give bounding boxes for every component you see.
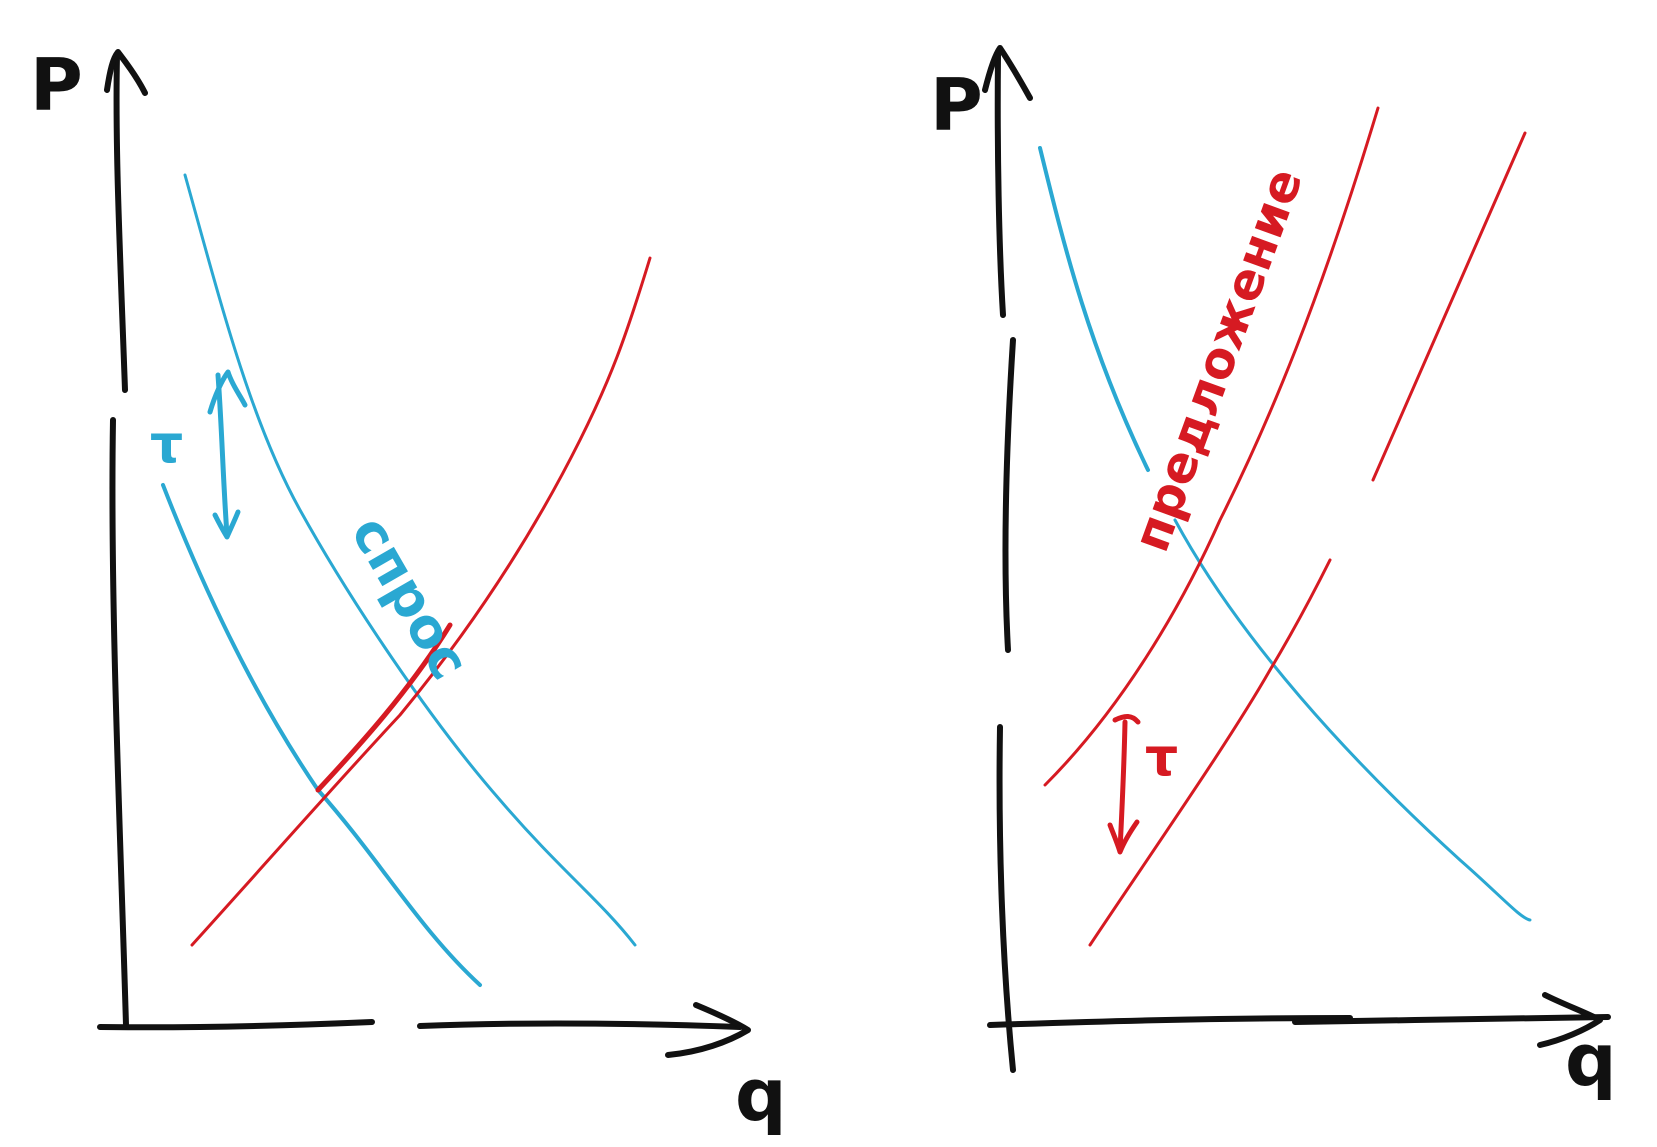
left-axes bbox=[97, 49, 751, 1058]
left-tax-label: τ bbox=[150, 415, 183, 475]
left-demand-label: спрос bbox=[339, 505, 482, 690]
right-supply-curve-shifted bbox=[1088, 558, 1332, 947]
right-x-axis-seg2 bbox=[1292, 1014, 1611, 1025]
left-x-axis-seg1 bbox=[97, 1019, 375, 1031]
left-y-arrowhead-icon bbox=[104, 49, 148, 96]
right-tax-arrow-top-hook-icon bbox=[1112, 714, 1141, 725]
panel-right: P q τ предложение bbox=[930, 45, 1617, 1102]
left-supply-curve-bold bbox=[315, 622, 453, 793]
left-y-axis-label: P bbox=[30, 43, 83, 127]
right-supply-curve-original bbox=[1043, 106, 1380, 787]
right-y-axis-upper bbox=[994, 52, 1006, 318]
left-demand-curve-shifted bbox=[161, 483, 482, 987]
left-tax-arrow-down-head-icon bbox=[212, 509, 241, 540]
right-tax-label: τ bbox=[1145, 728, 1178, 788]
right-y-axis-lower bbox=[996, 724, 1016, 1073]
right-supply-curve-shifted-upper bbox=[1371, 131, 1527, 482]
left-demand-curve-original bbox=[183, 173, 637, 947]
left-x-axis-label: q bbox=[735, 1053, 787, 1137]
left-tax-arrow-up-head-icon bbox=[207, 369, 248, 415]
left-x-axis-seg2 bbox=[417, 1020, 743, 1030]
right-x-axis-label: q bbox=[1565, 1018, 1617, 1102]
left-x-arrowhead-icon bbox=[665, 1002, 751, 1058]
left-y-axis-upper bbox=[113, 52, 128, 393]
left-tax-arrow-icon bbox=[215, 372, 230, 538]
left-supply-curve bbox=[190, 256, 652, 947]
right-y-axis-label: P bbox=[930, 63, 983, 147]
right-y-arrowhead-icon bbox=[982, 45, 1033, 101]
right-demand-curve-lower bbox=[1173, 518, 1532, 922]
right-x-arrowhead-icon bbox=[1537, 992, 1603, 1048]
panel-left: P q τ спрос bbox=[30, 43, 787, 1137]
right-supply-label: предложение bbox=[1122, 161, 1314, 559]
right-tax-arrow-down-head-icon bbox=[1107, 819, 1140, 855]
right-demand-curve bbox=[1038, 146, 1150, 472]
right-tax-arrow-icon bbox=[1117, 719, 1128, 853]
right-x-axis-seg1 bbox=[987, 1015, 1353, 1028]
right-y-axis-middle bbox=[1002, 337, 1016, 653]
left-y-axis-lower bbox=[109, 417, 129, 1028]
